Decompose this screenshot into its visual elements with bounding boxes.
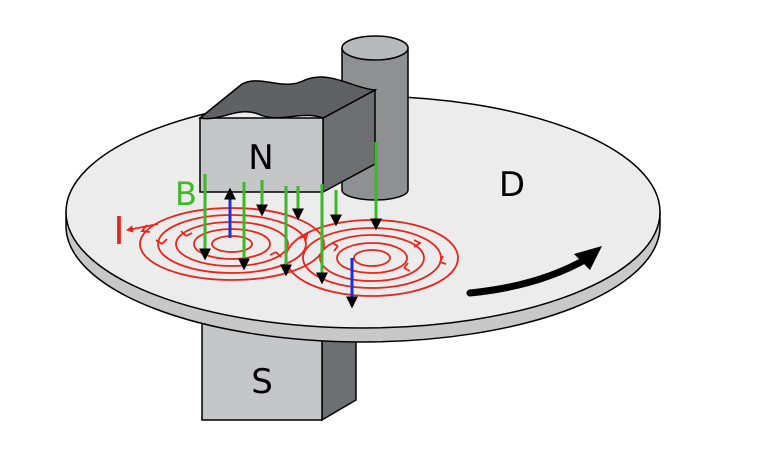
south-pole-label: S — [251, 362, 273, 402]
disc-label: D — [499, 165, 525, 205]
field-label: B — [175, 175, 197, 213]
north-magnet-broken-top — [198, 76, 378, 120]
curved-arrow-head — [574, 246, 602, 270]
north-pole-label: N — [248, 138, 273, 178]
current-label: I — [113, 209, 124, 253]
eddy-loop-left — [139, 207, 325, 281]
rotation-arrow — [466, 246, 602, 297]
north-magnet: N — [198, 76, 378, 194]
curved-arrow-icon — [466, 254, 592, 297]
field-lines — [199, 142, 382, 285]
eddy-current-loops — [139, 207, 459, 297]
current-lead-arrow — [125, 223, 159, 233]
induced-field-arrows — [224, 187, 358, 309]
